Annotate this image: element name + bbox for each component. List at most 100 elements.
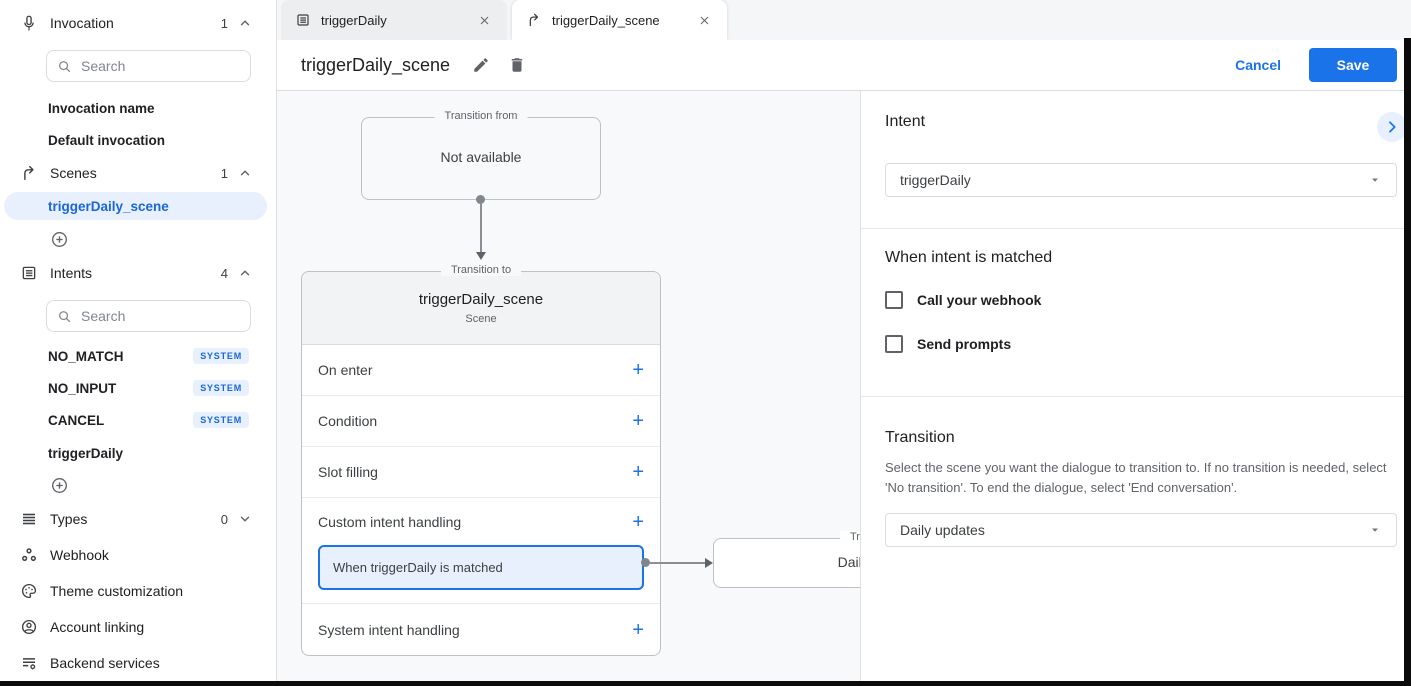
search-input[interactable] [81,308,231,324]
item-label: Webhook [50,547,109,563]
sidebar-item-webhook[interactable]: Webhook [0,542,276,568]
add-condition-button[interactable]: + [632,410,644,432]
scene-row-system-intent-handling[interactable]: System intent handling + [302,604,660,656]
chevron-up-icon[interactable] [238,166,252,180]
divider [861,228,1411,229]
sidebar-item-no-match[interactable]: NO_MATCH SYSTEM [48,345,266,367]
call-webhook-option[interactable]: Call your webhook [885,291,1041,309]
row-label: On enter [318,362,373,378]
add-intent-button[interactable] [50,476,69,495]
intent-handler-chip[interactable]: When triggerDaily is matched [318,545,644,590]
close-icon[interactable] [478,14,491,27]
types-icon [20,510,38,528]
window-edge-right [1404,38,1411,686]
scene-card-subtitle: Scene [465,313,497,325]
add-custom-intent-button[interactable]: + [632,511,644,533]
connector-dot [476,195,485,204]
transition-heading: Transition [885,429,955,446]
row-label: Slot filling [318,464,378,480]
tab-label: triggerDaily_scene [552,12,660,28]
sidebar-item-theme-customization[interactable]: Theme customization [0,578,276,604]
edit-icon[interactable] [472,56,490,74]
sidebar-item-cancel[interactable]: CANCEL SYSTEM [48,409,266,431]
add-slot-filling-button[interactable]: + [632,461,644,483]
collapse-panel-button[interactable] [1377,112,1407,142]
sidebar-item-invocation-name[interactable]: Invocation name [48,97,266,119]
intent-select[interactable]: triggerDaily [885,163,1397,197]
sidebar-item-triggerdaily-scene[interactable]: triggerDaily_scene [4,192,267,220]
account-icon [20,618,38,636]
item-label: CANCEL [48,412,105,428]
search-input[interactable] [81,58,231,74]
system-badge: SYSTEM [193,412,249,428]
add-on-enter-button[interactable]: + [632,359,644,381]
connector-dot [641,558,650,567]
scene-icon [526,12,542,28]
send-prompts-option[interactable]: Send prompts [885,335,1011,353]
page-title: triggerDaily_scene [301,54,451,75]
sidebar-item-triggerdaily[interactable]: triggerDaily [48,442,266,464]
item-label: triggerDaily_scene [48,198,169,214]
save-button[interactable]: Save [1309,48,1397,82]
sidebar-section-intents[interactable]: Intents 4 [0,260,276,286]
connector-line [479,203,482,253]
sidebar-item-default-invocation[interactable]: Default invocation [48,129,266,151]
chevron-up-icon[interactable] [238,16,252,30]
add-scene-button[interactable] [50,230,69,249]
scene-row-condition[interactable]: Condition + [302,396,660,447]
tab-label: triggerDaily [321,12,387,28]
intent-select-value: triggerDaily [900,172,971,188]
scene-row-slot-filling[interactable]: Slot filling + [302,447,660,498]
intents-count: 4 [220,265,228,281]
transition-select-value: Daily updates [900,522,985,538]
types-count: 0 [220,511,228,527]
arrowhead-right [705,557,713,568]
scene-card-header[interactable]: triggerDaily_scene Scene [302,272,660,345]
intent-heading: Intent [885,113,926,130]
editor-header: triggerDaily_scene Cancel Save [277,40,1411,91]
chevron-up-icon[interactable] [238,266,252,280]
property-panel: Intent triggerDaily When intent is match… [860,91,1411,681]
item-label: Theme customization [50,583,184,599]
divider [861,396,1411,397]
window-edge-bottom [0,681,1411,686]
intents-search [46,300,251,332]
sidebar-section-label: Scenes [50,165,97,181]
delete-icon[interactable] [508,56,526,74]
row-label: Custom intent handling [318,514,462,530]
sidebar-item-account-linking[interactable]: Account linking [0,614,276,640]
tab-triggerdaily-scene[interactable]: triggerDaily_scene [512,0,727,40]
transition-select[interactable]: Daily updates [885,513,1397,547]
checkbox-label: Call your webhook [917,292,1042,308]
search-icon [59,60,71,72]
sidebar-section-types[interactable]: Types 0 [0,506,276,532]
cancel-button[interactable]: Cancel [1223,49,1293,81]
checkbox-unchecked[interactable] [885,335,903,353]
scenes-icon [20,164,38,182]
chevron-down-icon[interactable] [238,512,252,526]
dropdown-caret-icon [1372,178,1378,182]
editor-tab-strip: triggerDaily triggerDaily_scene [277,0,1411,40]
sidebar-section-invocation[interactable]: Invocation 1 [0,10,276,36]
sidebar-section-scenes[interactable]: Scenes 1 [0,160,276,186]
checkbox-unchecked[interactable] [885,291,903,309]
chevron-right-icon [1389,121,1396,133]
sidebar-item-backend-services[interactable]: Backend services [0,650,276,676]
scene-row-on-enter[interactable]: On enter + [302,345,660,396]
sidebar-item-no-input[interactable]: NO_INPUT SYSTEM [48,377,266,399]
connector-line [650,561,706,564]
invocation-search [46,50,251,82]
intents-icon [20,264,38,282]
scene-card-title: triggerDaily_scene [418,291,544,308]
intent-icon [295,12,311,28]
scene-row-custom-intent-handling[interactable]: Custom intent handling + When triggerDai… [302,498,660,604]
transition-to-legend: Transition to [440,264,522,276]
item-label: Backend services [50,655,160,671]
add-system-intent-button[interactable]: + [632,619,644,641]
close-icon[interactable] [698,14,711,27]
tab-triggerdaily[interactable]: triggerDaily [281,0,507,40]
when-intent-matched-heading: When intent is matched [885,249,1053,266]
item-label: Default invocation [48,132,166,148]
transition-from-box: Transition from Not available [361,110,601,200]
invocation-count: 1 [220,15,228,31]
